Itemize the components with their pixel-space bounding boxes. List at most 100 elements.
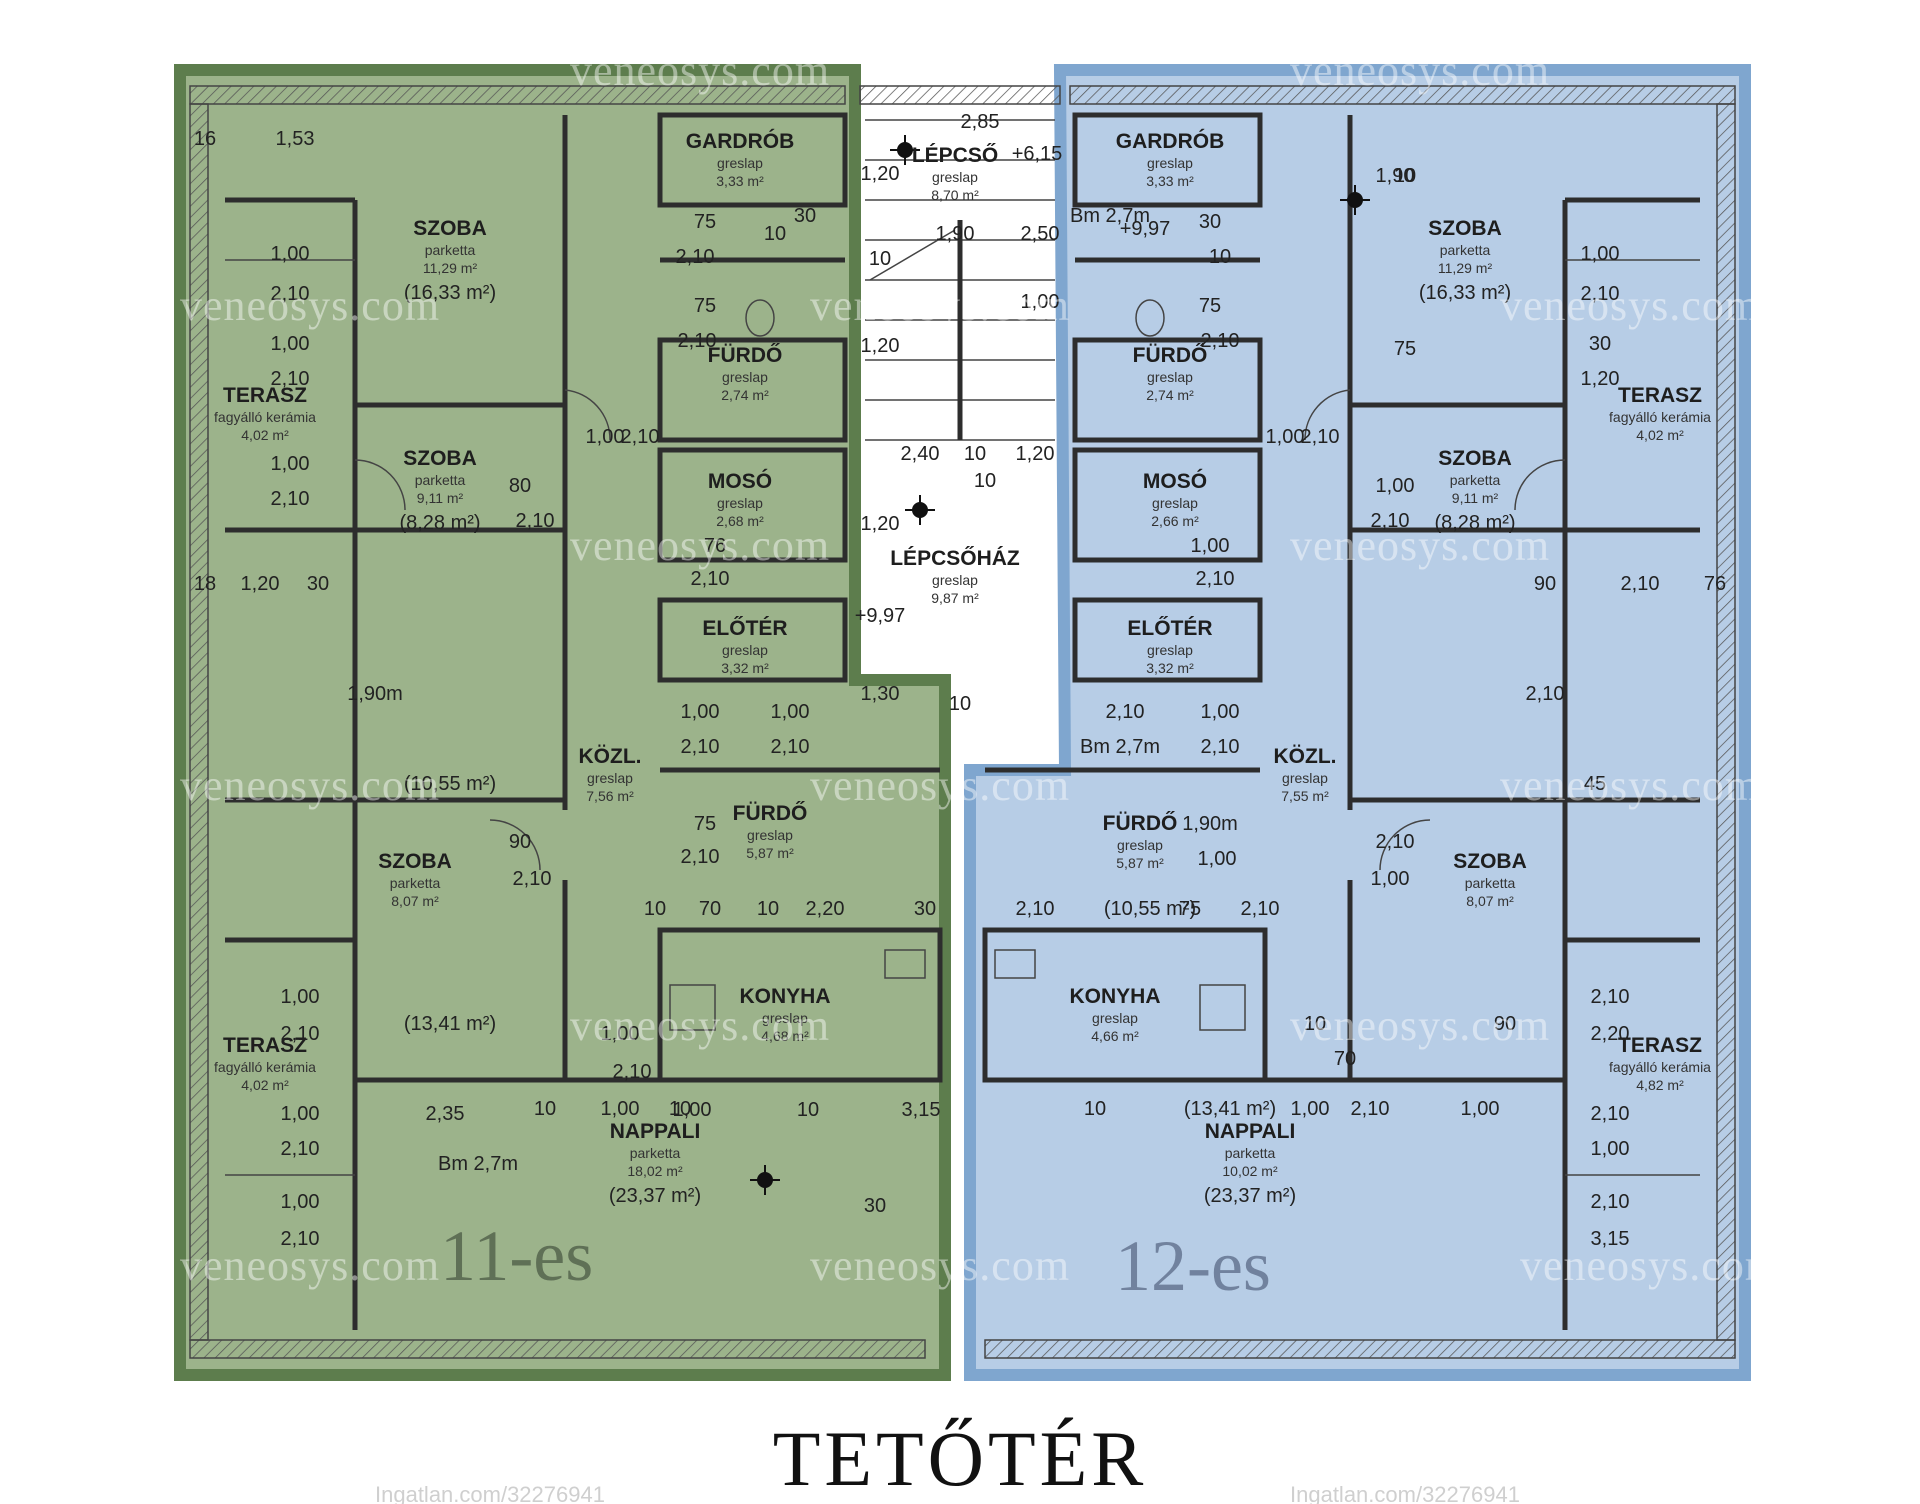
room-name: ELŐTÉR [1127, 617, 1212, 640]
room-detail: 4,02 m² [241, 427, 289, 443]
dimension-label: 10 [669, 1098, 691, 1120]
room-detail: (23,37 m²) [1204, 1185, 1296, 1207]
dimension-label: 2,10 [1201, 330, 1240, 352]
dimension-label: 1,20 [1016, 443, 1055, 465]
stove-icon [669, 984, 1246, 1031]
room-detail: 5,87 m² [746, 845, 794, 861]
room-detail: 4,02 m² [1636, 427, 1684, 443]
dimension-label: 75 [1199, 295, 1221, 317]
dimension-label: 90 [1494, 1013, 1516, 1035]
room-detail: greslap [717, 495, 763, 511]
room-detail: fagyálló kerámia [1609, 1059, 1711, 1075]
room-name: SZOBA [1453, 850, 1527, 873]
room-detail: 9,11 m² [1452, 490, 1499, 506]
room-detail: 3,33 m² [716, 173, 764, 189]
room-detail: (16,33 m²) [1419, 282, 1511, 304]
dimension-label: 30 [914, 898, 936, 920]
room-name: KONYHA [1069, 985, 1160, 1008]
room-name: NAPPALI [1205, 1120, 1296, 1143]
room-detail: 9,11 m² [417, 490, 464, 506]
dimension-label: 76 [1704, 573, 1726, 595]
dimension-label: 30 [307, 573, 329, 595]
room-name: GARDRÓB [686, 129, 795, 153]
dimension-label: 2,10 [1351, 1098, 1390, 1120]
dimension-label: 10 [644, 898, 666, 920]
dimension-label: 90 [509, 831, 531, 853]
room-detail: 7,56 m² [586, 788, 634, 804]
dimension-label: 1,00 [281, 1103, 320, 1125]
watermark: veneosys.com [570, 1001, 830, 1050]
room-detail: 2,74 m² [721, 387, 769, 403]
dimension-label: 2,85 [961, 111, 1000, 133]
level-marker-icon [905, 495, 935, 525]
room-detail: greslap [1147, 642, 1193, 658]
room-detail: greslap [932, 572, 978, 588]
room-name: FÜRDŐ [1103, 812, 1178, 835]
watermark: veneosys.com [180, 281, 440, 330]
dimension-label: 76 [704, 535, 726, 557]
dimension-label: 1,00 [1371, 868, 1410, 890]
dimension-label: 45 [1584, 773, 1606, 795]
room-detail: greslap [747, 827, 793, 843]
dimension-label: 2,10 [1371, 510, 1410, 532]
room-detail: 2,66 m² [1151, 513, 1199, 529]
level-marker-icon [750, 1165, 780, 1195]
dimension-label: 2,10 [1581, 283, 1620, 305]
room-detail: greslap [1282, 770, 1328, 786]
dimension-label: 1,20 [861, 513, 900, 535]
room-detail: 7,55 m² [1281, 788, 1329, 804]
dimension-label: 2,10 [1201, 736, 1240, 758]
room-detail: fagyálló kerámia [214, 409, 316, 425]
source-caption: Ingatlan.com/32276941 [1290, 1482, 1520, 1504]
room-detail: 2,74 m² [1146, 387, 1194, 403]
dimension-label: (13,41 m²) [404, 1013, 496, 1035]
dimension-label: 1,00 [673, 1099, 712, 1121]
dimension-label: 1,00 [1581, 243, 1620, 265]
dimension-label: 2,10 [1106, 701, 1145, 723]
dimension-label: 10 [797, 1099, 819, 1121]
dimension-label: 70 [1334, 1048, 1356, 1070]
dimension-label: 1,20 [241, 573, 280, 595]
room-detail: 9,87 m² [931, 590, 979, 606]
dimension-label: 2,10 [271, 283, 310, 305]
dimension-label: 1,00 [271, 453, 310, 475]
dimension-label: 18 [194, 573, 216, 595]
room-name: GARDRÓB [1116, 129, 1225, 153]
watermark: veneosys.com [180, 1241, 440, 1290]
dimension-label: 1,00 [281, 1191, 320, 1213]
dimension-label: 2,10 [1016, 898, 1055, 920]
wall-bottom-right [984, 1339, 1736, 1359]
watermark: veneosys.com [810, 281, 1070, 330]
dimension-label: 2,10 [678, 330, 717, 352]
dimension-label: Bm 2,7m [1080, 736, 1160, 758]
source-caption: Ingatlan.com/32276941 [375, 1482, 605, 1504]
room-detail: fagyálló kerámia [1609, 409, 1711, 425]
room-name: MOSÓ [1143, 469, 1207, 493]
room-name: TERASZ [1618, 1034, 1702, 1057]
dimension-label: 10 [949, 693, 971, 715]
plan-title: TETŐTÉR [773, 1415, 1148, 1502]
room-detail: (23,37 m²) [609, 1185, 701, 1207]
dimension-label: 30 [864, 1195, 886, 1217]
room-detail: parketta [1225, 1145, 1276, 1161]
wall-bottom-left [189, 1339, 926, 1359]
dimension-label: +9,97 [855, 605, 906, 627]
watermark: veneosys.com [810, 1241, 1070, 1290]
dimension-label: 1,53 [276, 128, 315, 150]
dimension-label: 1,20 [861, 163, 900, 185]
room-detail: greslap [1117, 837, 1163, 853]
wall-top-right [1069, 85, 1736, 105]
room-name: MOSÓ [708, 469, 772, 493]
dimension-label: 1,90m [1182, 813, 1238, 835]
dimension-label: 2,10 [613, 1061, 652, 1083]
room-name: FÜRDŐ [733, 802, 808, 825]
room-detail: 4,66 m² [1091, 1028, 1139, 1044]
dimension-label: 2,10 [1301, 426, 1340, 448]
dimension-label: 75 [694, 813, 716, 835]
dimension-label: 1,00 [1201, 701, 1240, 723]
dimension-label: 70 [699, 898, 721, 920]
dimension-label: Bm 2,7m [1070, 205, 1150, 227]
room-detail: parketta [425, 242, 476, 258]
dimension-label: 1,00 [271, 333, 310, 355]
